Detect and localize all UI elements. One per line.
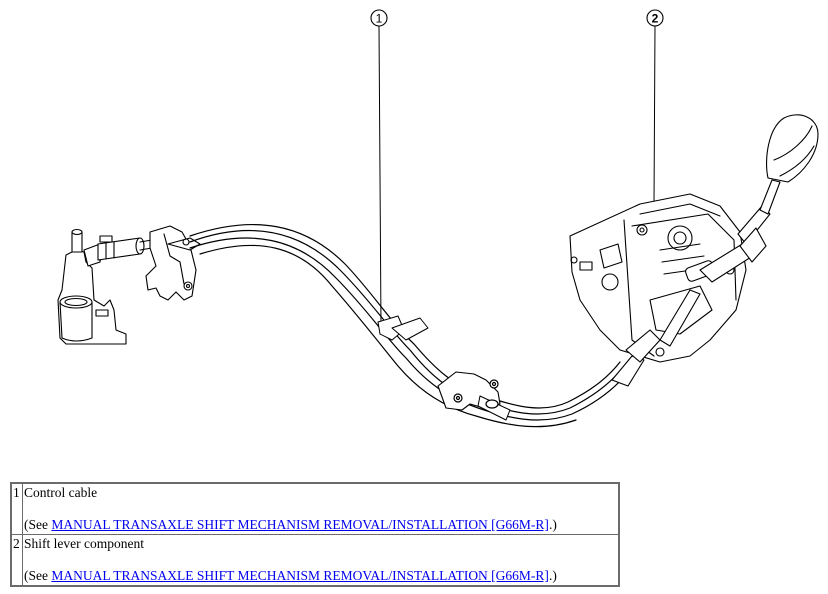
table-row: 2 Shift lever component (See MANUAL TRAN… — [10, 534, 620, 587]
ref-suffix: .) — [548, 568, 557, 583]
part-name: Shift lever component — [24, 536, 144, 551]
callout-2: 2 — [646, 9, 664, 205]
control-cable — [189, 223, 631, 428]
part-number: 2 — [10, 534, 23, 587]
part-description: Shift lever component (See MANUAL TRANSA… — [22, 534, 620, 587]
shift-lever-assembly — [569, 114, 819, 387]
control-cable-diagram: 1 2 — [57, 9, 819, 428]
callout-1-label: 1 — [376, 12, 383, 26]
part-reference: (See MANUAL TRANSAXLE SHIFT MECHANISM RE… — [24, 517, 617, 533]
parts-table: 1 Control cable (See MANUAL TRANSAXLE SH… — [10, 482, 620, 587]
transaxle-lever-assembly — [57, 225, 201, 345]
control-cable-removal-link[interactable]: MANUAL TRANSAXLE SHIFT MECHANISM REMOVAL… — [51, 517, 549, 532]
shift-lever-removal-link[interactable]: MANUAL TRANSAXLE SHIFT MECHANISM REMOVAL… — [51, 568, 549, 583]
part-number: 1 — [10, 482, 23, 535]
callout-2-label: 2 — [652, 12, 659, 26]
ref-suffix: .) — [548, 517, 557, 532]
callout-1: 1 — [370, 9, 388, 328]
table-row: 1 Control cable (See MANUAL TRANSAXLE SH… — [10, 482, 620, 535]
ref-prefix: (See — [24, 568, 52, 583]
part-name: Control cable — [24, 485, 98, 500]
part-description: Control cable (See MANUAL TRANSAXLE SHIF… — [22, 482, 620, 535]
part-reference: (See MANUAL TRANSAXLE SHIFT MECHANISM RE… — [24, 568, 617, 584]
ref-prefix: (See — [24, 517, 52, 532]
